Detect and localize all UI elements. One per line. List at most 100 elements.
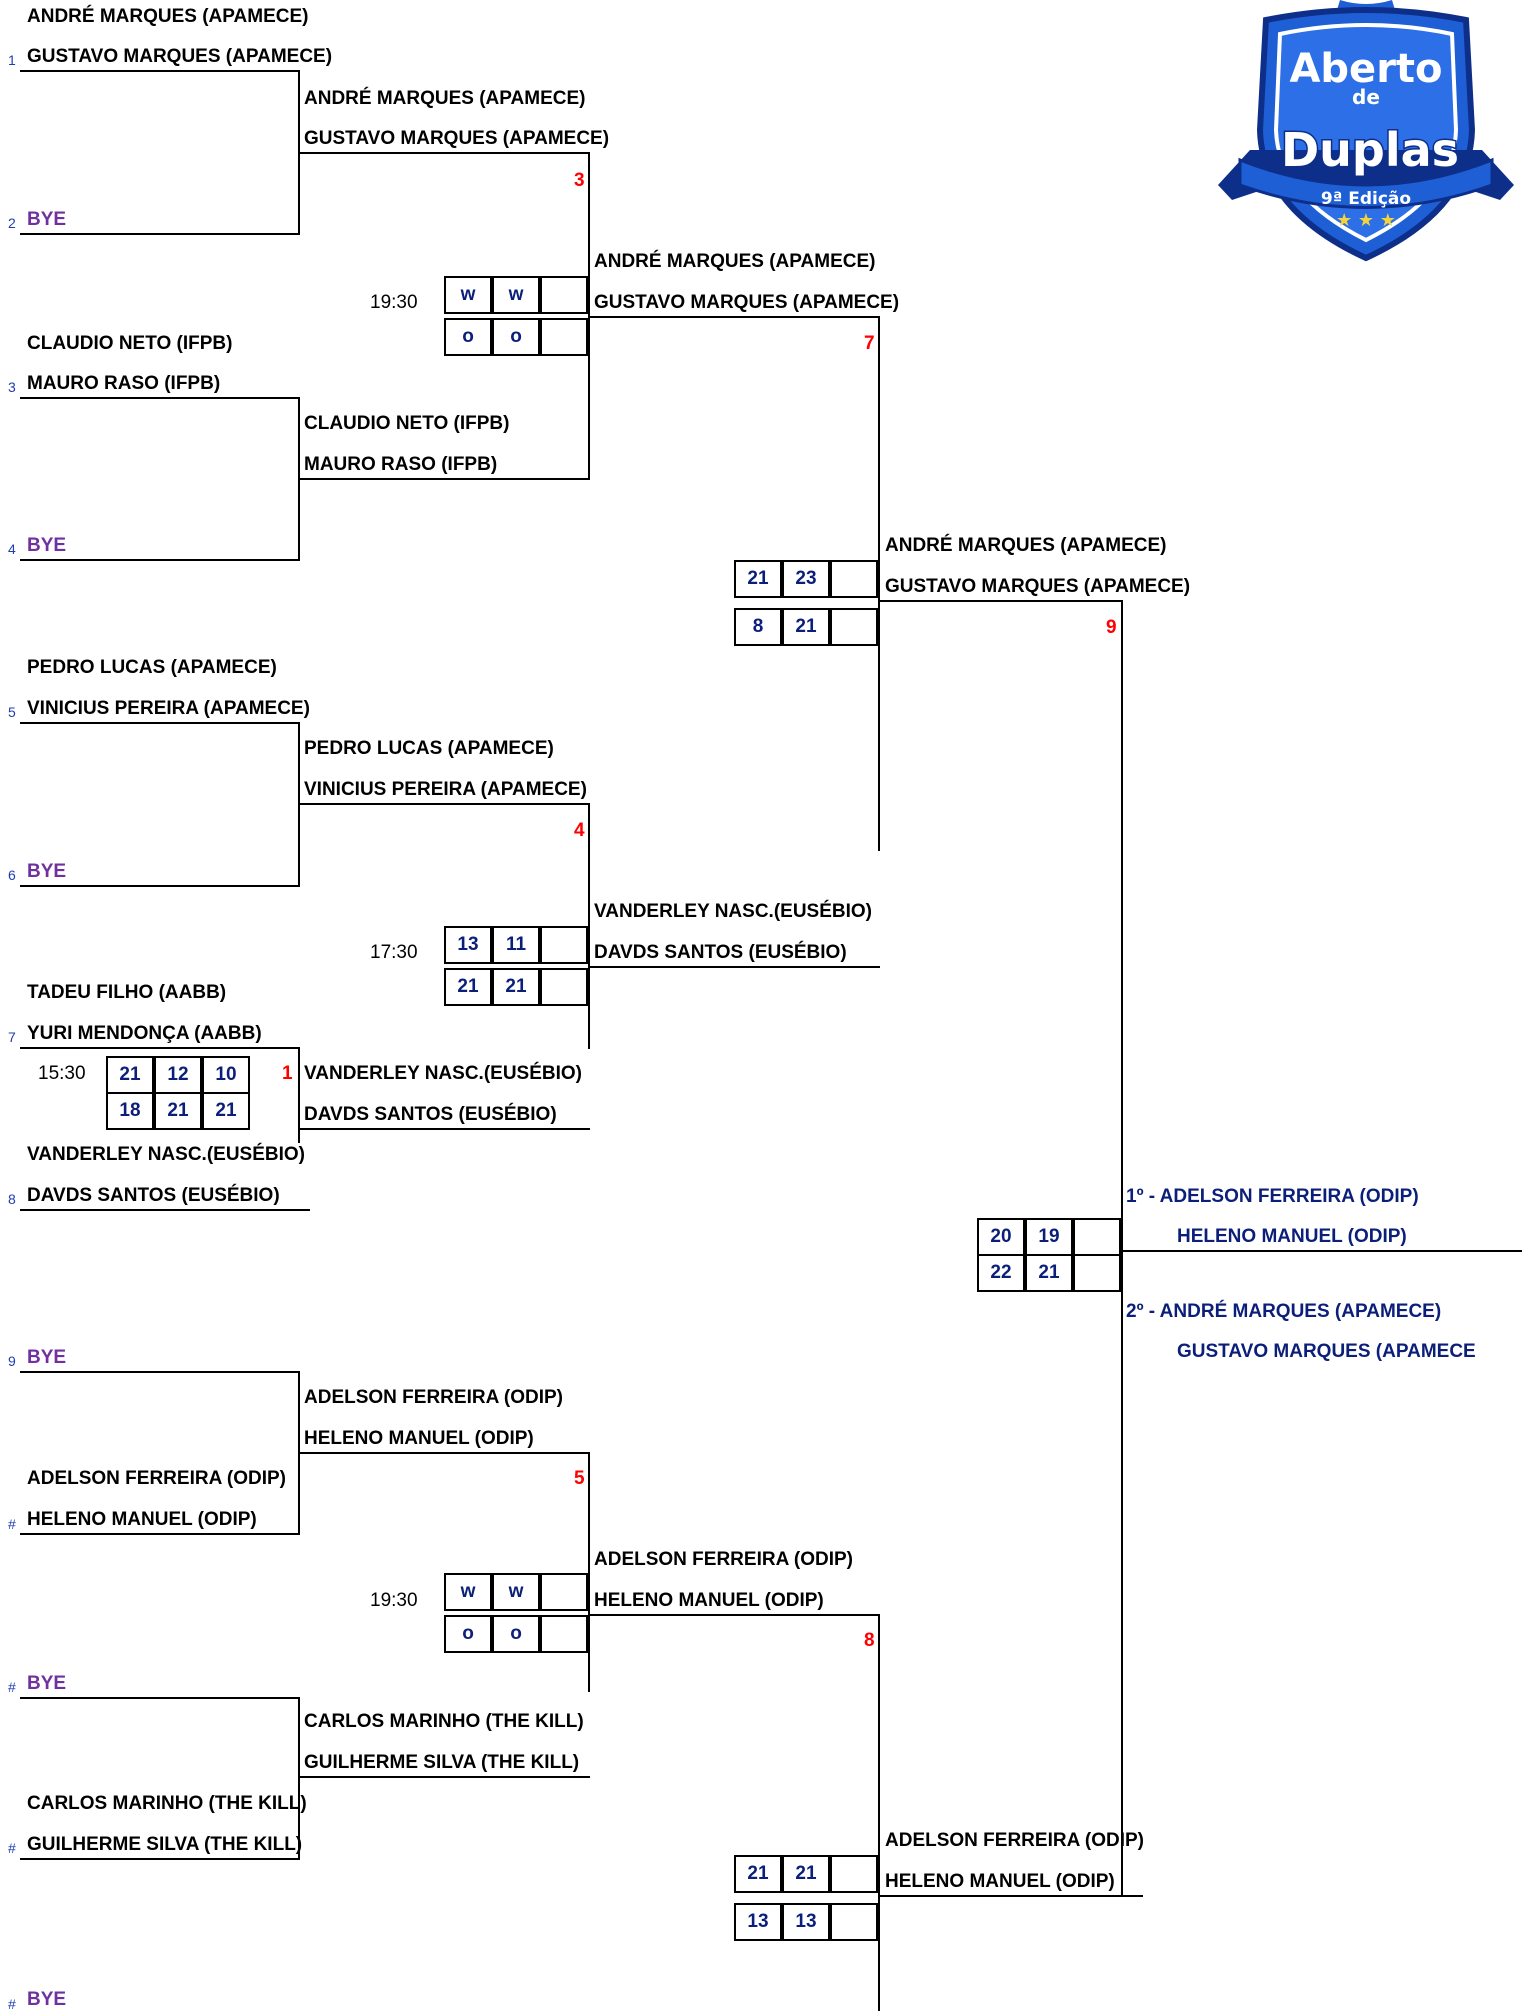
score-cell [830,560,878,598]
r2-entry-3-bottom: VINICIUS PEREIRA (APAMECE) [304,779,587,800]
r3-entry-2-bottom: DAVDS SANTOS (EUSÉBIO) [594,942,847,963]
score-cell: 13 [444,926,492,964]
score-cell: o [492,1615,540,1653]
bracket-line [878,600,1123,602]
r4-entry-2-bottom: HELENO MANUEL (ODIP) [885,1871,1115,1892]
score-cell: w [492,276,540,314]
score-cell [830,608,878,646]
aberto-de-duplas-logo: Aberto de Duplas 9ª Edição ★ ★ ★ [1210,0,1522,262]
bracket-line [298,1047,300,1143]
champion-line-2: HELENO MANUEL (ODIP) [1177,1226,1407,1247]
score-cell [1073,1218,1121,1256]
score-cell: o [444,1615,492,1653]
r3-entry-3-bottom: HELENO MANUEL (ODIP) [594,1590,824,1611]
bracket-line [878,316,880,851]
r1-entry-4-bye: BYE [27,535,67,556]
r2-entry-1-bottom: GUSTAVO MARQUES (APAMECE) [304,128,610,149]
r1-entry-10-bottom: HELENO MANUEL (ODIP) [27,1509,257,1530]
score-cell: 21 [154,1092,202,1130]
game-number: 1 [282,1063,293,1084]
logo-line-1: Aberto [1289,46,1442,92]
score-cell: 21 [202,1092,250,1130]
seed-number: 7 [8,1029,16,1045]
bracket-line [20,70,300,72]
r1-entry-3-bottom: MAURO RASO (IFPB) [27,373,221,394]
r2-entry-1-top: ANDRÉ MARQUES (APAMECE) [304,88,586,109]
r1-entry-5-bottom: VINICIUS PEREIRA (APAMECE) [27,698,310,719]
bracket-line [298,1452,590,1454]
r3-entry-1-bottom: GUSTAVO MARQUES (APAMECE) [594,292,900,313]
logo-line-3: Duplas [1281,123,1459,177]
score-cell: 13 [782,1903,830,1941]
r1-entry-8-bottom: DAVDS SANTOS (EUSÉBIO) [27,1185,280,1206]
game-number: 7 [864,333,875,354]
bracket-line [1121,600,1123,1895]
score-cell: 23 [782,560,830,598]
score-cell [540,968,588,1006]
seed-number: 3 [8,379,16,395]
seed-number: 6 [8,867,16,883]
score-cell [540,1615,588,1653]
seed-number: # [8,1679,16,1695]
bracket-line [20,1858,300,1860]
match-time: 19:30 [370,292,418,313]
score-cell: 18 [106,1092,154,1130]
bracket-line [588,966,880,968]
r1-entry-13-bye: BYE [27,1989,67,2010]
bracket-line [298,803,590,805]
seed-number: 9 [8,1353,16,1369]
seed-number: # [8,1516,16,1532]
r2-entry-2-bottom: MAURO RASO (IFPB) [304,454,498,475]
score-cell: 21 [734,1855,782,1893]
r2-entry-5-bottom: HELENO MANUEL (ODIP) [304,1428,534,1449]
seed-number: 5 [8,704,16,720]
r1-entry-7-top: TADEU FILHO (AABB) [27,982,227,1003]
match-time: 17:30 [370,942,418,963]
score-cell: 22 [977,1254,1025,1292]
bracket-line [298,1697,300,1860]
score-cell: 10 [202,1056,250,1094]
r1-entry-1-top: ANDRÉ MARQUES (APAMECE) [27,6,309,27]
r1-entry-12-top: CARLOS MARINHO (THE KILL) [27,1793,307,1814]
score-cell: 11 [492,926,540,964]
star-icon: ★ ★ ★ [1336,210,1396,231]
r1-entry-8-top: VANDERLEY NASC.(EUSÉBIO) [27,1144,305,1165]
runner-up-line-1: 2º - ANDRÉ MARQUES (APAMECE) [1126,1301,1442,1322]
bracket-line [298,152,590,154]
game-number: 9 [1106,617,1117,638]
seed-number: 8 [8,1191,16,1207]
r3-entry-3-top: ADELSON FERREIRA (ODIP) [594,1549,853,1570]
r2-entry-5-top: ADELSON FERREIRA (ODIP) [304,1387,563,1408]
bracket-line [20,1209,310,1211]
bracket-line [878,1895,1143,1897]
bracket-line [20,1533,300,1535]
score-cell: 12 [154,1056,202,1094]
runner-up-line-2: GUSTAVO MARQUES (APAMECE [1177,1341,1476,1362]
r1-entry-6-bye: BYE [27,861,67,882]
score-cell: 21 [1025,1254,1073,1292]
r1-entry-2-bye: BYE [27,209,67,230]
score-cell: o [492,318,540,356]
score-cell [540,318,588,356]
score-cell: 21 [734,560,782,598]
r3-entry-1-top: ANDRÉ MARQUES (APAMECE) [594,251,876,272]
score-cell: w [444,276,492,314]
score-cell [830,1855,878,1893]
score-cell: 21 [444,968,492,1006]
game-number: 5 [574,1468,585,1489]
seed-number: # [8,1996,16,2012]
champion-line-1: 1º - ADELSON FERREIRA (ODIP) [1126,1186,1419,1207]
bracket-line [20,885,300,887]
bracket-line [20,397,300,399]
score-cell: 21 [782,608,830,646]
score-cell [540,276,588,314]
r1-entry-10-top: ADELSON FERREIRA (ODIP) [27,1468,286,1489]
score-cell [1073,1254,1121,1292]
r1-entry-12-bottom: GUILHERME SILVA (THE KILL) [27,1834,303,1855]
bracket-line [20,1047,300,1049]
score-cell: 19 [1025,1218,1073,1256]
r1-entry-11-bye: BYE [27,1673,67,1694]
bracket-line [588,1452,590,1692]
bracket-line [20,1697,300,1699]
r3-entry-2-top: VANDERLEY NASC.(EUSÉBIO) [594,901,872,922]
